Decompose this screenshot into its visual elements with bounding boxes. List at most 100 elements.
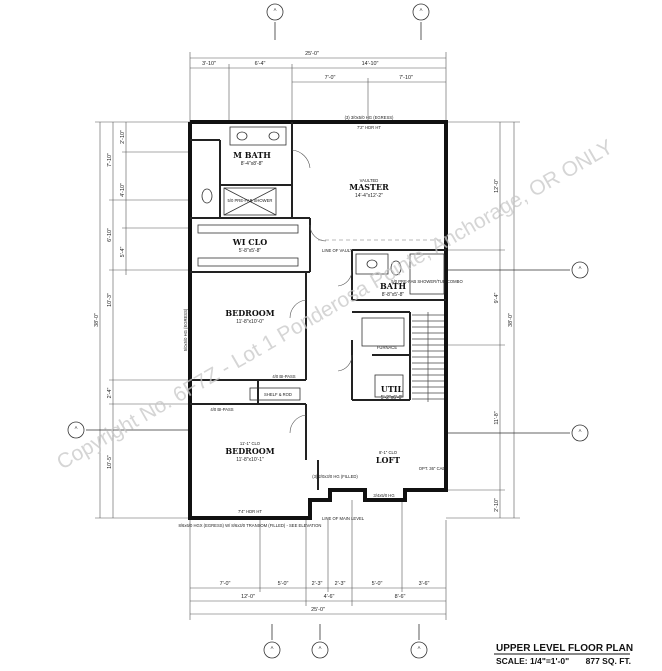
note-loft-window: 3/4x5/0 HG — [373, 493, 394, 498]
room-size-wi-clo: 5'-8"x5'-8" — [239, 248, 262, 254]
dim-left-4: 2'-4" — [107, 388, 113, 399]
room-size-master: 14'-4"x12'-2" — [355, 193, 383, 199]
utility-unit — [374, 374, 404, 398]
dim-left-2: 6'-10" — [107, 228, 113, 242]
note-window-top: (3) 3/0x5/0 HG (EGRESS) — [345, 115, 394, 120]
svg-text:A: A — [319, 645, 322, 650]
dim-bottom-7: 12'-0" — [241, 594, 255, 600]
dim-top-2: 6'-4" — [255, 61, 266, 67]
dim-right-overall: 38'-0" — [508, 313, 514, 327]
right-dimension-lines — [446, 121, 520, 519]
dim-top-1: 3'-10" — [202, 61, 216, 67]
dim-bottom-1: 7'-0" — [220, 581, 231, 587]
note-bi-pass-1: 4/0 BI-PASS — [272, 374, 295, 379]
furnace-unit — [361, 317, 405, 347]
sink-icon — [236, 131, 248, 141]
dim-left-overall: 38'-0" — [94, 313, 100, 327]
bottom-dimension-lines — [189, 500, 447, 620]
dim-bottom-6: 3'-6" — [419, 581, 430, 587]
sink-icon — [268, 131, 280, 141]
svg-text:A: A — [420, 7, 423, 12]
bath-vanity — [355, 253, 389, 275]
tub-shower-combo — [409, 253, 445, 295]
dim-bottom-8: 4'-6" — [324, 594, 335, 600]
room-name-bedroom-2: BEDROOM — [225, 446, 274, 456]
note-line-of-main: LINE OF MAIN LEVEL — [322, 516, 365, 521]
note-filled: (3) 2/0x3/0 HG (FILLED) — [312, 474, 358, 479]
dim-left-1: 7'-10" — [107, 153, 113, 167]
note-bi-pass-2: 4/0 BI-PASS — [210, 407, 233, 412]
dim-top-3: 14'-10" — [362, 61, 379, 67]
note-bottom-header: 7'4" HDR HT — [238, 509, 262, 514]
master-shower — [223, 187, 277, 216]
section-marker-bottom-left — [263, 624, 281, 659]
room-size-loft: 8'-1" CLO — [379, 450, 398, 455]
sink-icon — [366, 259, 378, 269]
dim-bottom-overall: 25'-0" — [311, 607, 325, 613]
vanity-double-sink — [229, 126, 287, 146]
dim-top-4: 7'-0" — [325, 75, 336, 81]
plan-notes: (3) 3/0x5/0 HG (EGRESS) 7'2" HDR HT 5/0 … — [179, 115, 464, 528]
room-size-util: 5'-2"x6'-0" — [381, 395, 404, 401]
toilet-icon — [390, 260, 402, 276]
dim-left-5: 10'-5" — [107, 455, 113, 469]
note-line-of-vault: LINE OF VAULT — [322, 248, 353, 253]
svg-text:A: A — [75, 425, 78, 430]
dim-bottom-2: 5'-0" — [278, 581, 289, 587]
dim-bottom-9: 8'-6" — [395, 594, 406, 600]
copyright-watermark: Copyright No. 6F7Z - Lot 1 Ponderosa Poi… — [53, 135, 617, 474]
dim-top-overall: 25'-0" — [305, 51, 319, 57]
note-shelf: SHELF & ROD — [264, 392, 292, 397]
room-name-m-bath: M BATH — [233, 150, 271, 160]
note-furnace: FURNACE — [377, 345, 397, 350]
section-marker-right-1 — [446, 261, 589, 279]
toilet-icon — [201, 188, 213, 204]
room-name-util: UTIL — [381, 384, 404, 394]
dim-left-6: 2'-10" — [120, 130, 126, 144]
room-size-m-bath: 8'-4"x8'-8" — [241, 161, 264, 167]
room-size-bedroom-1: 11'-8"x10'-0" — [236, 319, 264, 325]
note-shower-bath: 5/0 PRE-FAB SHOWER/TUB COMBO — [391, 279, 463, 284]
dim-right-1: 12'-0" — [494, 179, 500, 193]
svg-text:A: A — [579, 428, 582, 433]
room-closet-bedroom-2: 11'-1" CLO — [240, 441, 261, 446]
dim-left-8: 5'-4" — [120, 247, 126, 258]
closet-shelf-2 — [197, 257, 299, 267]
shelf-rod — [249, 387, 301, 401]
room-size-bedroom-2: 11'-8"x10'-1" — [236, 457, 264, 463]
dim-bottom-4: 2'-3" — [335, 581, 346, 587]
top-dimension-lines — [189, 52, 447, 122]
room-name-wi-clo: WI CLO — [232, 237, 268, 247]
door-swings — [289, 149, 353, 434]
svg-text:A: A — [418, 645, 421, 650]
dim-left-3: 10'-3" — [107, 293, 113, 307]
drawing-area: 877 SQ. FT. — [586, 656, 631, 666]
note-bedroom-window: 5/0x5/0 HG (EGRESS) — [183, 308, 188, 351]
room-name-bath: BATH — [380, 281, 406, 291]
closet-shelf — [197, 224, 299, 234]
drawing-scale: SCALE: 1/4"=1'-0" — [496, 656, 569, 666]
drawing-title: UPPER LEVEL FLOOR PLAN — [496, 643, 633, 654]
title-block: UPPER LEVEL FLOOR PLAN SCALE: 1/4"=1'-0"… — [494, 643, 633, 666]
room-labels: M BATH 8'-4"x8'-8" VAULTED MASTER 14'-4"… — [225, 150, 406, 465]
fixtures — [197, 126, 445, 401]
exterior-walls — [188, 120, 448, 520]
note-bottom-window: 8/6x6/0 HGX (EGRESS) W/ 8/6x3/0 TRANSOM … — [179, 523, 322, 528]
dim-right-3: 11'-8" — [494, 411, 500, 424]
svg-text:A: A — [579, 265, 582, 270]
section-marker-top-right — [412, 3, 430, 40]
dim-right-2: 9'-4" — [494, 293, 500, 304]
section-marker-top-left — [266, 3, 284, 40]
note-tub-stair: OPT. 36" CAB — [419, 466, 446, 471]
dim-left-7: 4'-10" — [120, 183, 126, 197]
section-marker-bottom-right — [410, 624, 428, 659]
note-shower-master: 5/0 PRE-FAB SHOWER — [228, 198, 273, 203]
dim-bottom-5: 5'-0" — [372, 581, 383, 587]
left-dimension-lines — [95, 121, 190, 519]
section-marker-right-2 — [446, 424, 589, 442]
section-marker-bottom-mid — [311, 624, 329, 659]
svg-text:A: A — [271, 645, 274, 650]
dim-right-4: 2'-10" — [494, 498, 500, 512]
section-marker-labels: A A A A A A A A — [75, 7, 582, 650]
